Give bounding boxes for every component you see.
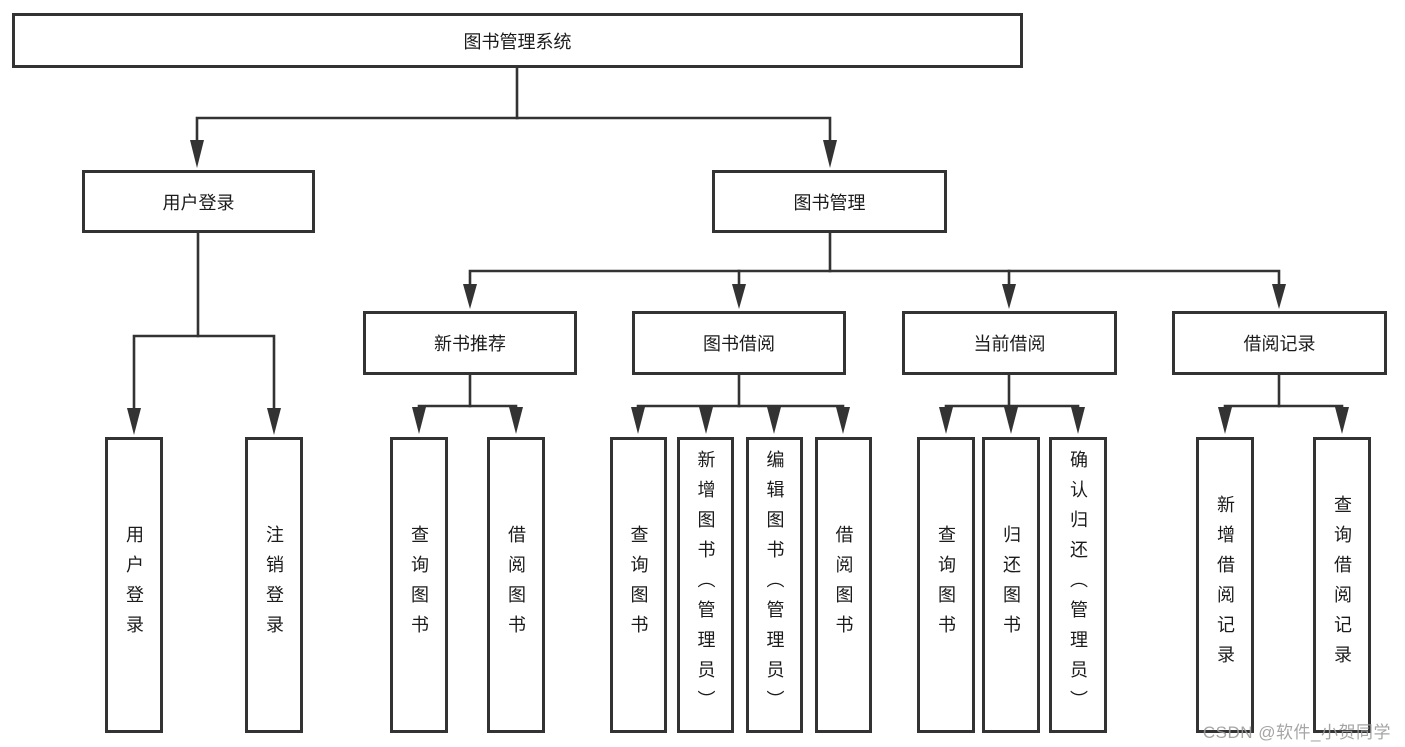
node-current-borrowing: 当前借阅 <box>902 311 1117 375</box>
leaf-return-books: 归还图书 <box>982 437 1040 733</box>
leaf-query-borrow-record: 查询借阅记录 <box>1313 437 1371 733</box>
node-label: 新书推荐 <box>434 334 506 354</box>
node-label: 用户登录 <box>162 192 235 213</box>
node-book-management: 图书管理 <box>712 170 947 233</box>
leaf-query-books-borrow: 查询图书 <box>610 437 667 733</box>
leaf-add-books-admin: 新增图书（管理员） <box>677 437 734 733</box>
node-label: 借阅记录 <box>1243 334 1316 354</box>
leaf-add-borrow-record: 新增借阅记录 <box>1196 437 1254 733</box>
leaf-confirm-return-admin: 确认归还（管理员） <box>1049 437 1107 733</box>
leaf-borrow-books: 借阅图书 <box>815 437 872 733</box>
node-new-book-recommendation: 新书推荐 <box>363 311 577 375</box>
node-label: 当前借阅 <box>973 334 1046 354</box>
leaf-user-login: 用户登录 <box>105 437 163 733</box>
node-book-borrowing: 图书借阅 <box>632 311 846 375</box>
leaf-query-books-current: 查询图书 <box>917 437 975 733</box>
node-library-management-system: 图书管理系统 <box>12 13 1023 68</box>
node-label: 图书借阅 <box>703 334 775 354</box>
leaf-query-books-newbook: 查询图书 <box>390 437 448 733</box>
node-borrowing-records: 借阅记录 <box>1172 311 1387 375</box>
node-label: 图书管理系统 <box>463 31 572 52</box>
node-label: 图书管理 <box>793 192 866 213</box>
leaf-edit-books-admin: 编辑图书（管理员） <box>746 437 803 733</box>
csdn-watermark: CSDN @软件_小贺同学 <box>1202 723 1391 742</box>
leaf-borrow-books-newbook: 借阅图书 <box>487 437 545 733</box>
node-user-login: 用户登录 <box>82 170 315 233</box>
arrowheads <box>127 140 1349 435</box>
leaf-logout: 注销登录 <box>245 437 303 733</box>
